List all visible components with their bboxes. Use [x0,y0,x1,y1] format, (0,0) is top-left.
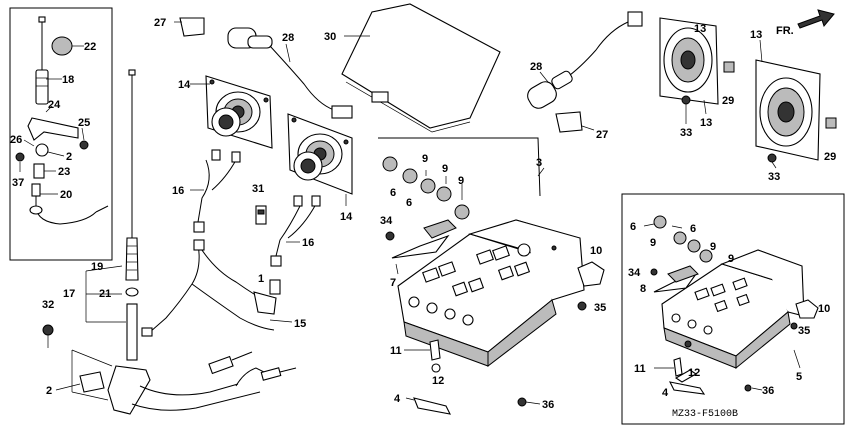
clip-29b [825,117,837,129]
callout-16a: 16 [172,185,184,197]
callout-16b: 16 [302,237,314,249]
callout-31: 31 [252,183,264,195]
lower-parts-inset [654,357,763,395]
front-direction-label: FR. [776,25,794,37]
callout-27a: 27 [154,17,166,29]
audio-unit-inset [621,193,845,425]
cover-30 [341,3,501,133]
antenna-mast [42,69,297,415]
callout-4b: 4 [662,387,669,399]
harness-16-left [190,149,241,233]
callout-8: 8 [640,283,646,295]
callout-9d: 9 [650,237,656,249]
bracket-10a [577,261,605,311]
callout-19: 19 [91,261,103,273]
callout-36b: 36 [762,385,774,397]
connector-31 [255,205,267,225]
callout-23: 23 [58,166,70,178]
speaker-right-lower [755,39,821,169]
callout-34b: 34 [628,267,641,279]
callout-29a: 29 [722,95,734,107]
antenna-inset [9,7,113,261]
callout-34a: 34 [380,215,393,227]
callout-14a: 14 [178,79,191,91]
callout-35b: 35 [798,325,810,337]
callout-9b: 9 [442,163,448,175]
callout-28b: 28 [530,61,542,73]
callout-26: 26 [10,134,22,146]
callout-7: 7 [390,277,396,289]
speaker-left-lower [287,113,353,206]
callout-3: 3 [536,157,542,169]
callout-14b: 14 [340,211,353,223]
cable-28-left [174,17,353,119]
callout-2b: 2 [46,385,52,397]
callout-28a: 28 [282,32,294,44]
callout-35a: 35 [594,302,606,314]
callout-12b: 12 [688,367,700,379]
callout-6d: 6 [690,223,696,235]
callout-37: 37 [12,177,24,189]
callout-29b: 29 [824,151,836,163]
callout-9f: 9 [728,253,734,265]
callout-10a: 10 [590,245,602,257]
callout-1: 1 [258,273,264,285]
lower-parts-center [404,339,541,415]
callout-36a: 36 [542,399,554,411]
knobs-inset [643,215,713,263]
callout-6c: 6 [630,221,636,233]
speaker-right-upper [659,17,719,124]
callout-9e: 9 [710,241,716,253]
main-harness-15 [141,239,293,337]
callout-21: 21 [99,288,111,300]
callout-13c: 13 [750,29,762,41]
callout-6b: 6 [406,197,412,209]
callout-6a: 6 [390,187,396,199]
callout-13a: 13 [694,23,706,35]
diagram-code: MZ33-F5100B [672,409,738,420]
harness-16-right [270,195,321,267]
callout-33a: 33 [680,127,692,139]
callout-10b: 10 [818,303,830,315]
callout-24: 24 [48,99,61,111]
callout-27b: 27 [596,129,608,141]
callout-17: 17 [63,288,75,300]
front-direction-arrow [797,9,835,29]
callout-18: 18 [62,74,74,86]
callout-12a: 12 [432,375,444,387]
callout-5: 5 [796,371,802,383]
callout-11b: 11 [634,363,646,375]
bracket-10b [790,299,819,330]
knobs-center [382,156,470,220]
bolt-34a [385,231,395,241]
clip-29a [723,61,735,73]
callout-13b: 13 [700,117,712,129]
panel-7 [391,219,457,275]
callout-32: 32 [42,299,54,311]
speaker-left-upper [190,75,273,149]
callout-15: 15 [294,318,306,330]
callout-9c: 9 [458,175,464,187]
audio-unit-3 [378,137,585,368]
callout-9a: 9 [422,153,428,165]
bolt-34b [650,268,658,276]
callout-33b: 33 [768,171,780,183]
callout-2a: 2 [66,151,72,163]
callout-20: 20 [60,189,72,201]
callout-4a: 4 [394,393,401,405]
callout-22: 22 [84,41,96,53]
panel-8 [653,265,699,293]
cable-28-right [527,11,643,133]
callout-30: 30 [324,31,336,43]
callout-11a: 11 [390,345,402,357]
callout-25: 25 [78,117,90,129]
